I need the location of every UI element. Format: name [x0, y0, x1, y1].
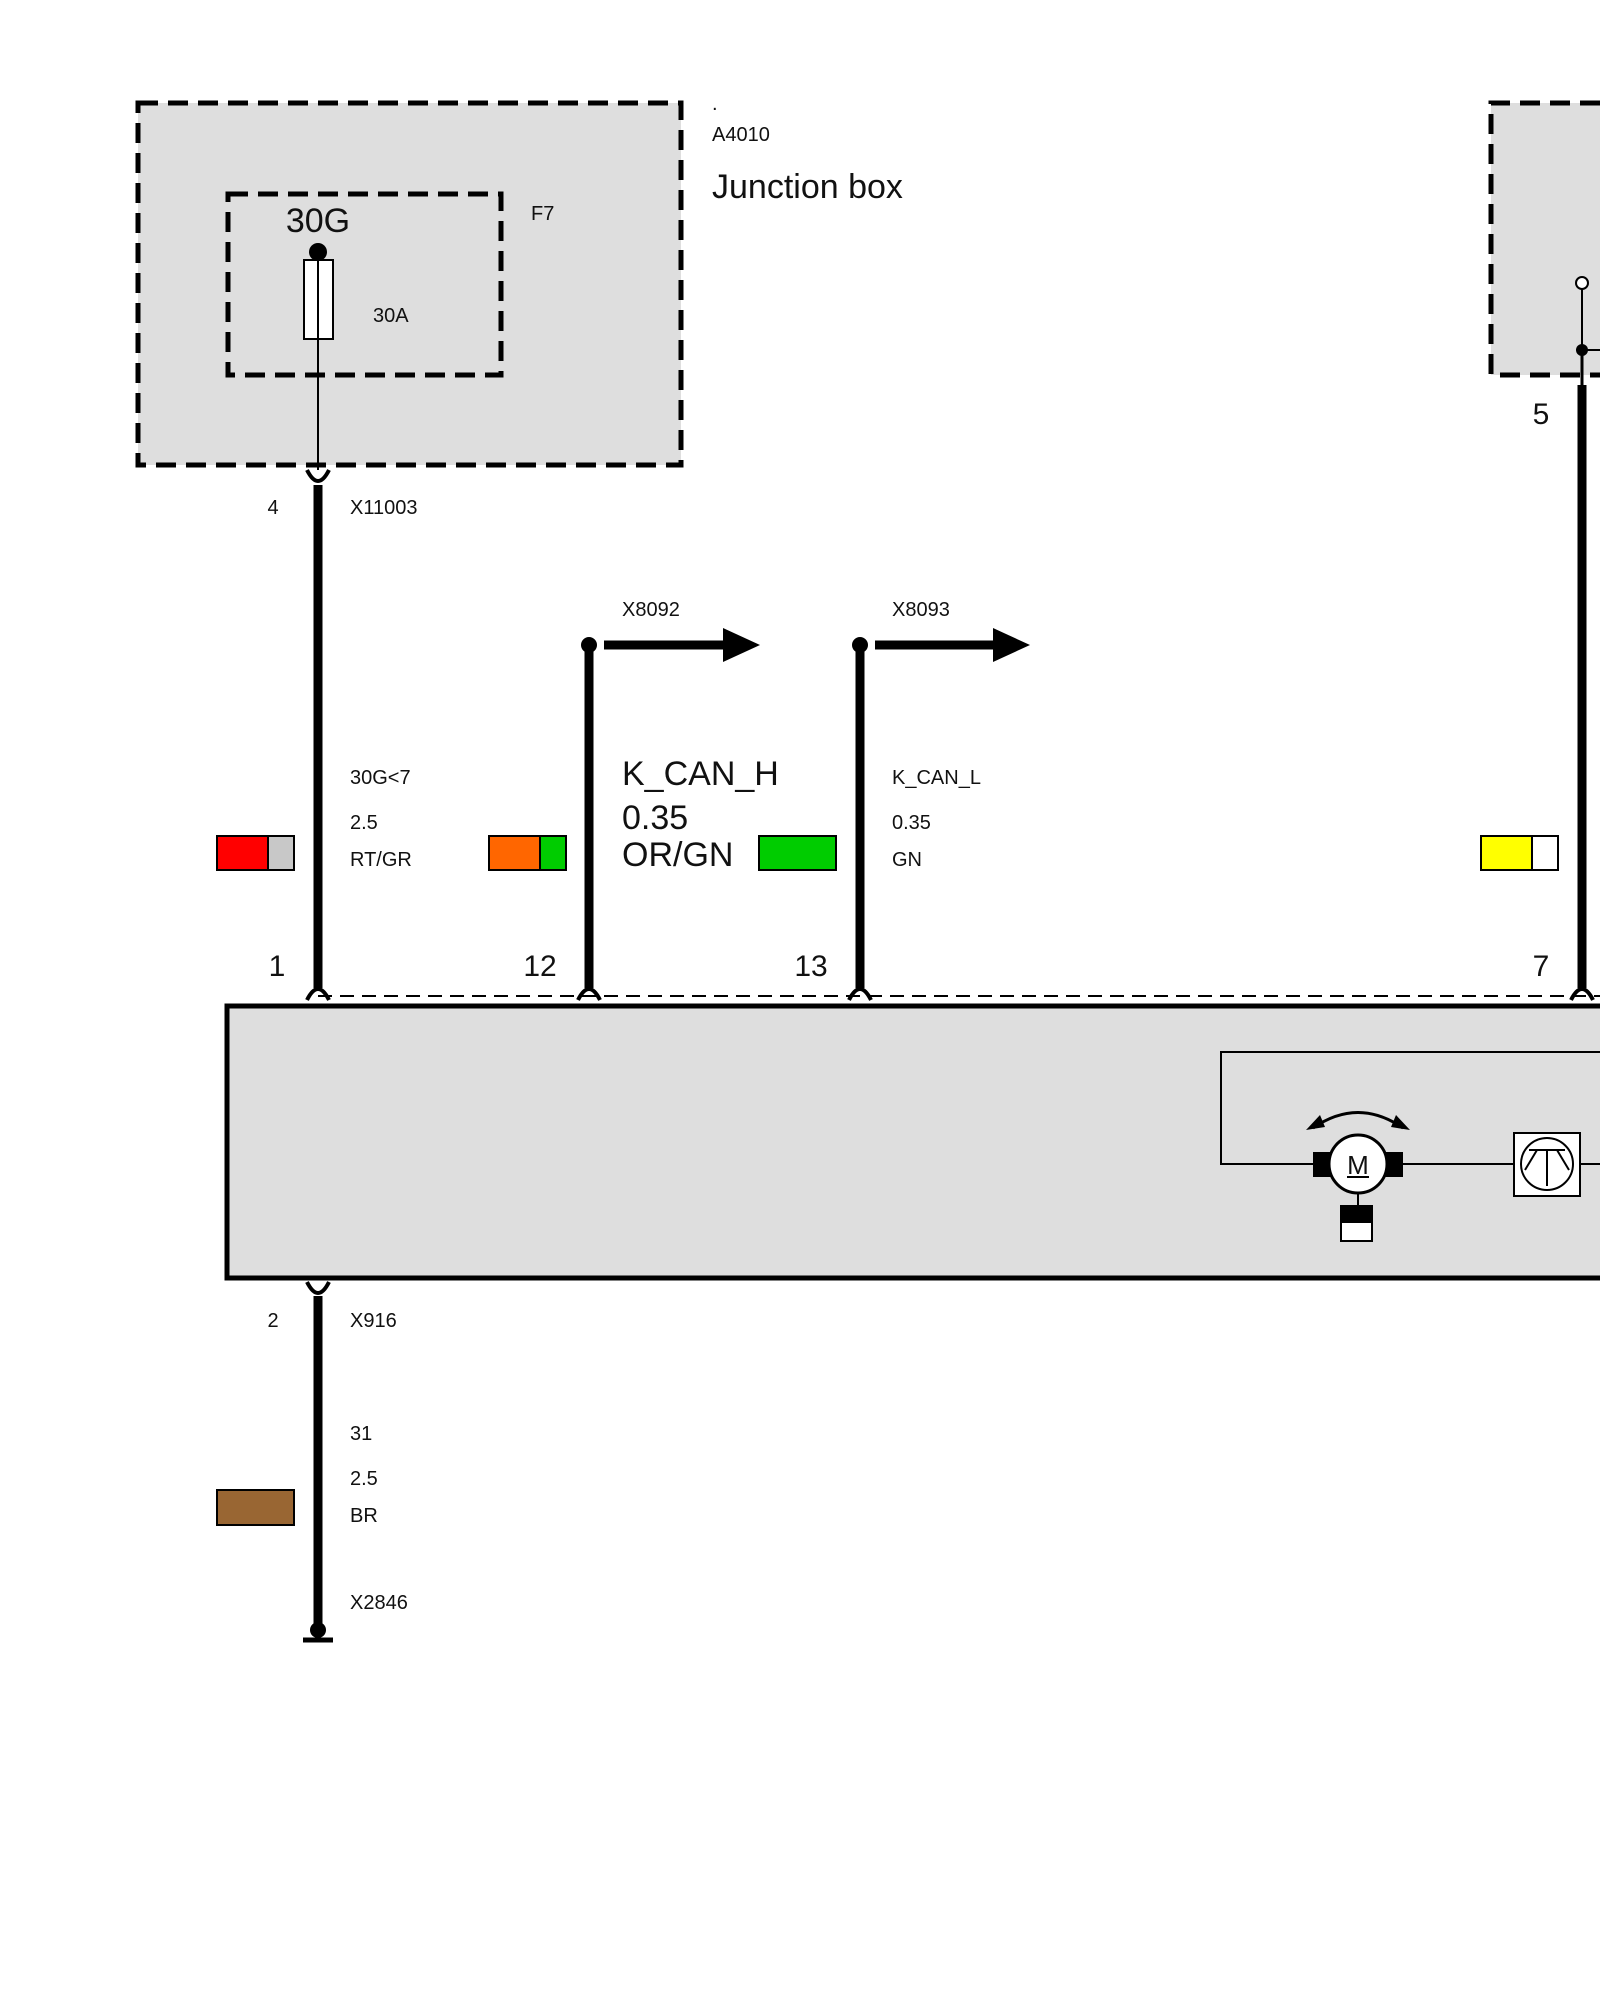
right-module-box — [1488, 100, 1600, 378]
wire-1-signal: 30G<7 — [350, 767, 411, 789]
ground-id: X2846 — [350, 1592, 408, 1614]
wire-13-color-code: GN — [892, 849, 922, 871]
fuse-id: F7 — [531, 203, 554, 225]
ground-signal: 31 — [350, 1423, 372, 1445]
ground-connector-id: X916 — [350, 1310, 397, 1332]
wire-12-gauge: 0.35 — [622, 799, 688, 837]
green-wire-swatch-icon — [758, 835, 837, 871]
ground-icon — [303, 1622, 333, 1643]
module-pin-cups — [305, 987, 1595, 1001]
fuse-terminal-label: 30G — [286, 202, 350, 240]
header-dot: . — [712, 93, 718, 115]
pin-label-12: 12 — [523, 950, 556, 983]
wire-13-signal: K_CAN_L — [892, 767, 981, 789]
component-id: A4010 — [712, 124, 770, 146]
ground-gauge: 2.5 — [350, 1468, 378, 1490]
wire-12-color-code: OR/GN — [622, 836, 733, 874]
svg-text:M: M — [1347, 1150, 1369, 1180]
fuse-icon — [303, 243, 334, 470]
right-module-switch-icon — [1575, 276, 1600, 385]
pin-label-13: 13 — [794, 950, 827, 983]
module-internal-circuit — [1220, 1051, 1600, 1165]
transistor-icon — [1513, 1132, 1581, 1197]
control-module — [224, 1003, 1600, 1281]
fuse-holder — [225, 191, 504, 378]
ground-pin: 2 — [267, 1310, 278, 1332]
component-name: Junction box — [712, 168, 903, 206]
wire-pin-12 — [581, 628, 760, 988]
wire-1-color-code: RT/GR — [350, 849, 412, 871]
wire-pin-13 — [852, 628, 1030, 988]
branch-id-2: X8093 — [892, 599, 950, 621]
orange-green-wire-swatch-icon — [488, 835, 567, 871]
pin-label-7: 7 — [1533, 950, 1550, 983]
motor-icon: M — [1306, 1111, 1410, 1195]
ground-connector-icon — [305, 1281, 331, 1295]
ground-color-code: BR — [350, 1505, 378, 1527]
yellow-white-wire-swatch-icon — [1480, 835, 1559, 871]
red-grey-wire-swatch-icon — [216, 835, 295, 871]
top-connector-icon — [305, 469, 331, 483]
fuse-rating: 30A — [373, 305, 409, 327]
top-connector-id: X11003 — [350, 497, 417, 519]
top-connector-pin: 4 — [267, 497, 278, 519]
wire-13-gauge: 0.35 — [892, 812, 931, 834]
right-module-pin: 5 — [1533, 398, 1550, 431]
wire-12-signal: K_CAN_H — [622, 755, 779, 793]
brown-wire-swatch-icon — [216, 1489, 295, 1526]
branch-id-1: X8092 — [622, 599, 680, 621]
wire-1-gauge: 2.5 — [350, 812, 378, 834]
pin-label-1: 1 — [269, 950, 286, 983]
position-sensor-icon — [1340, 1193, 1373, 1242]
